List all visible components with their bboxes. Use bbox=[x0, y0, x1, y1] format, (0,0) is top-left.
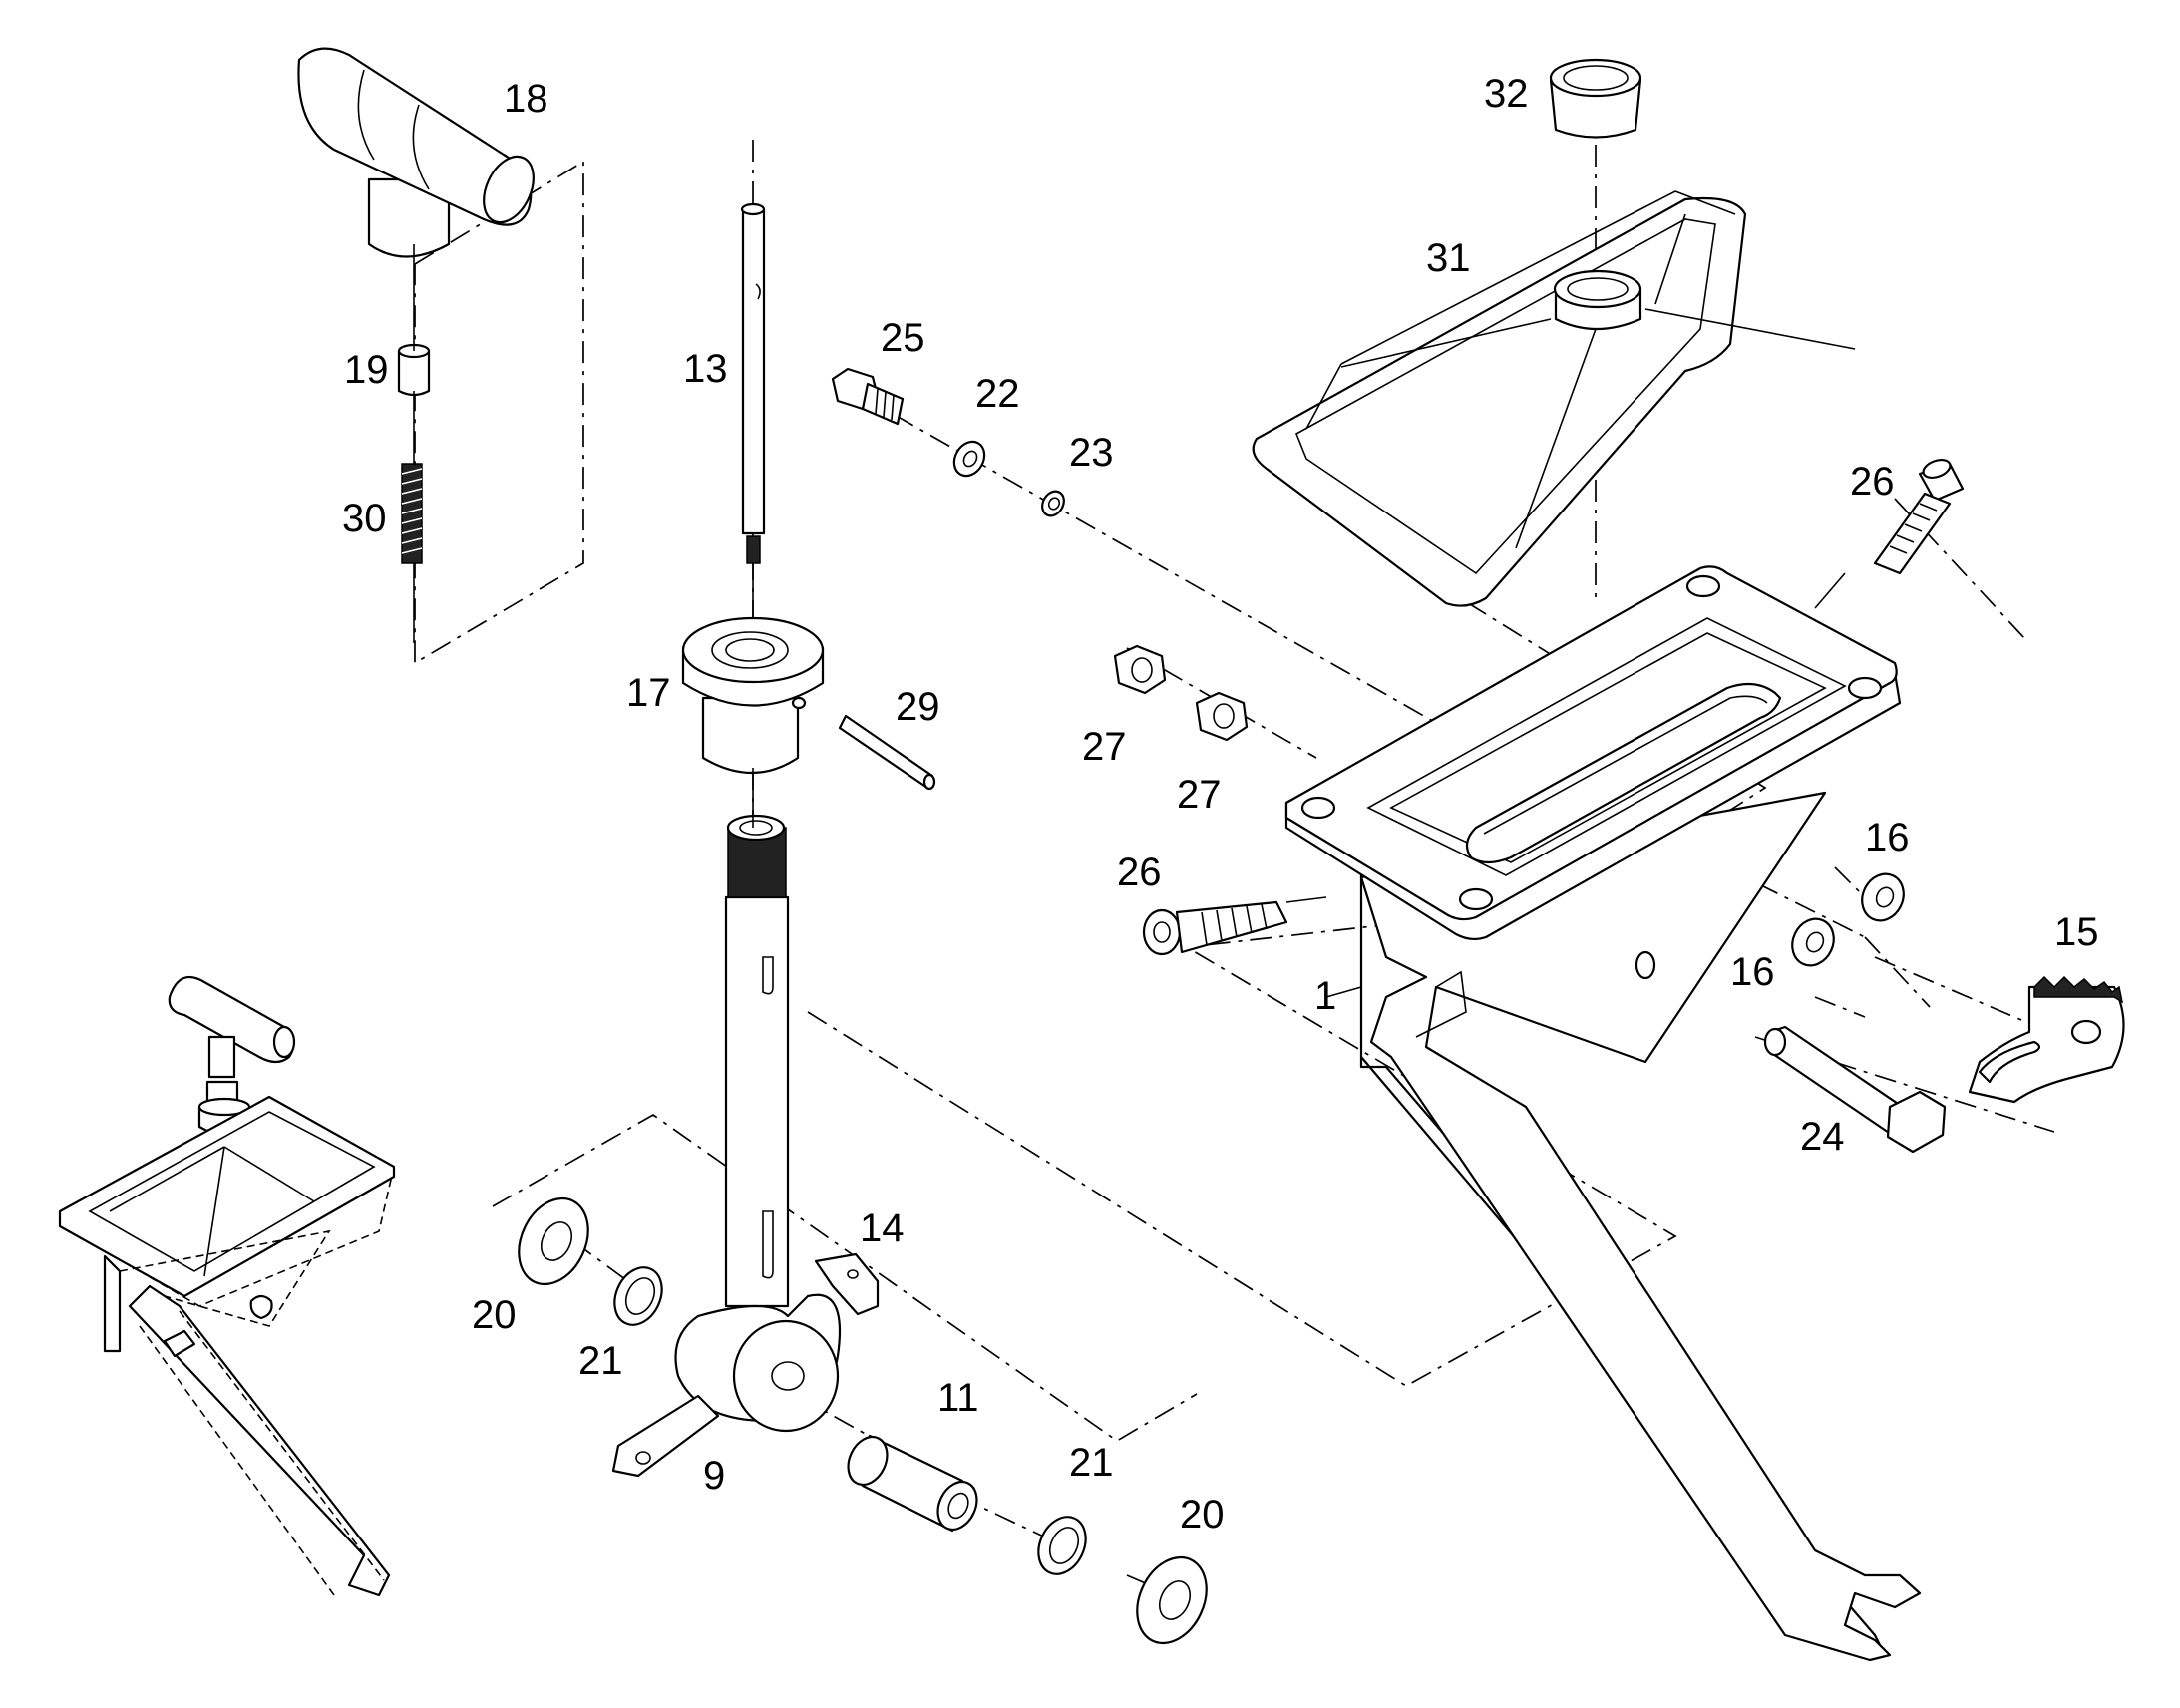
callout-19: 19 bbox=[344, 348, 389, 392]
callout-9: 9 bbox=[703, 1454, 725, 1498]
part-26-cap-screw-upper bbox=[1873, 458, 1965, 575]
callout-23: 23 bbox=[1069, 431, 1114, 475]
part-18-t-knob bbox=[297, 47, 535, 258]
callout-1: 1 bbox=[1314, 974, 1336, 1018]
part-24-bolt bbox=[1763, 1025, 1947, 1154]
part-20-washer-left bbox=[518, 1196, 589, 1286]
part-15-sector-gear bbox=[1968, 975, 2125, 1104]
part-30-spring bbox=[401, 463, 423, 564]
part-21-washer-right bbox=[1037, 1516, 1087, 1575]
callout-14: 14 bbox=[860, 1206, 905, 1250]
part-17-collar bbox=[681, 616, 825, 774]
part-11-sleeve bbox=[847, 1434, 978, 1533]
part-26-cap-screw-lower bbox=[1142, 900, 1288, 956]
callout-30: 30 bbox=[342, 497, 387, 540]
callout-26-lower: 26 bbox=[1117, 851, 1162, 894]
callout-labels: 1 9 11 13 14 15 16 16 17 18 19 20 20 21 … bbox=[342, 72, 2099, 1537]
callout-18: 18 bbox=[504, 77, 548, 121]
part-14-block bbox=[814, 1252, 880, 1316]
part-16-washer-lower bbox=[1791, 917, 1835, 967]
part-23-lock-washer bbox=[1041, 490, 1065, 517]
callout-21-left: 21 bbox=[578, 1339, 623, 1383]
part-32-bushing bbox=[1549, 58, 1642, 139]
part-21-washer-left bbox=[613, 1266, 663, 1326]
callout-27-a: 27 bbox=[1082, 725, 1127, 769]
callout-15: 15 bbox=[2054, 910, 2099, 954]
callout-27-b: 27 bbox=[1177, 773, 1222, 817]
assembly-lines bbox=[414, 140, 2085, 1606]
part-9-shift-lever bbox=[611, 814, 842, 1478]
part-27-nut-b bbox=[1195, 691, 1249, 742]
part-22-washer bbox=[952, 440, 986, 478]
callout-17: 17 bbox=[626, 671, 671, 715]
callout-25: 25 bbox=[881, 316, 925, 360]
callout-31: 31 bbox=[1426, 236, 1471, 280]
callout-26-upper: 26 bbox=[1850, 460, 1895, 504]
callout-24: 24 bbox=[1800, 1115, 1845, 1159]
part-1-pedal-bracket bbox=[1284, 565, 1922, 1662]
callout-20-right: 20 bbox=[1180, 1493, 1225, 1537]
part-25-bolt bbox=[831, 367, 905, 426]
assembled-view-thumbnail bbox=[58, 975, 396, 1597]
callout-32: 32 bbox=[1484, 72, 1529, 116]
leader-lines bbox=[413, 244, 1846, 998]
callout-16-lower: 16 bbox=[1730, 950, 1775, 994]
part-19-pin bbox=[397, 343, 431, 397]
part-29-pin bbox=[838, 714, 936, 791]
part-27-nut-a bbox=[1113, 644, 1167, 695]
callout-21-right: 21 bbox=[1069, 1441, 1114, 1485]
callout-13: 13 bbox=[683, 347, 728, 391]
callout-20-left: 20 bbox=[472, 1293, 517, 1337]
part-13-shift-rod bbox=[740, 202, 766, 564]
part-20-washer-right bbox=[1136, 1555, 1208, 1645]
callout-11: 11 bbox=[937, 1376, 979, 1420]
part-16-washer-upper bbox=[1861, 872, 1905, 922]
part-31-rubber-boot bbox=[1252, 190, 1856, 607]
callout-22: 22 bbox=[975, 372, 1020, 416]
callout-29: 29 bbox=[896, 685, 940, 729]
callout-16-upper: 16 bbox=[1865, 816, 1910, 859]
